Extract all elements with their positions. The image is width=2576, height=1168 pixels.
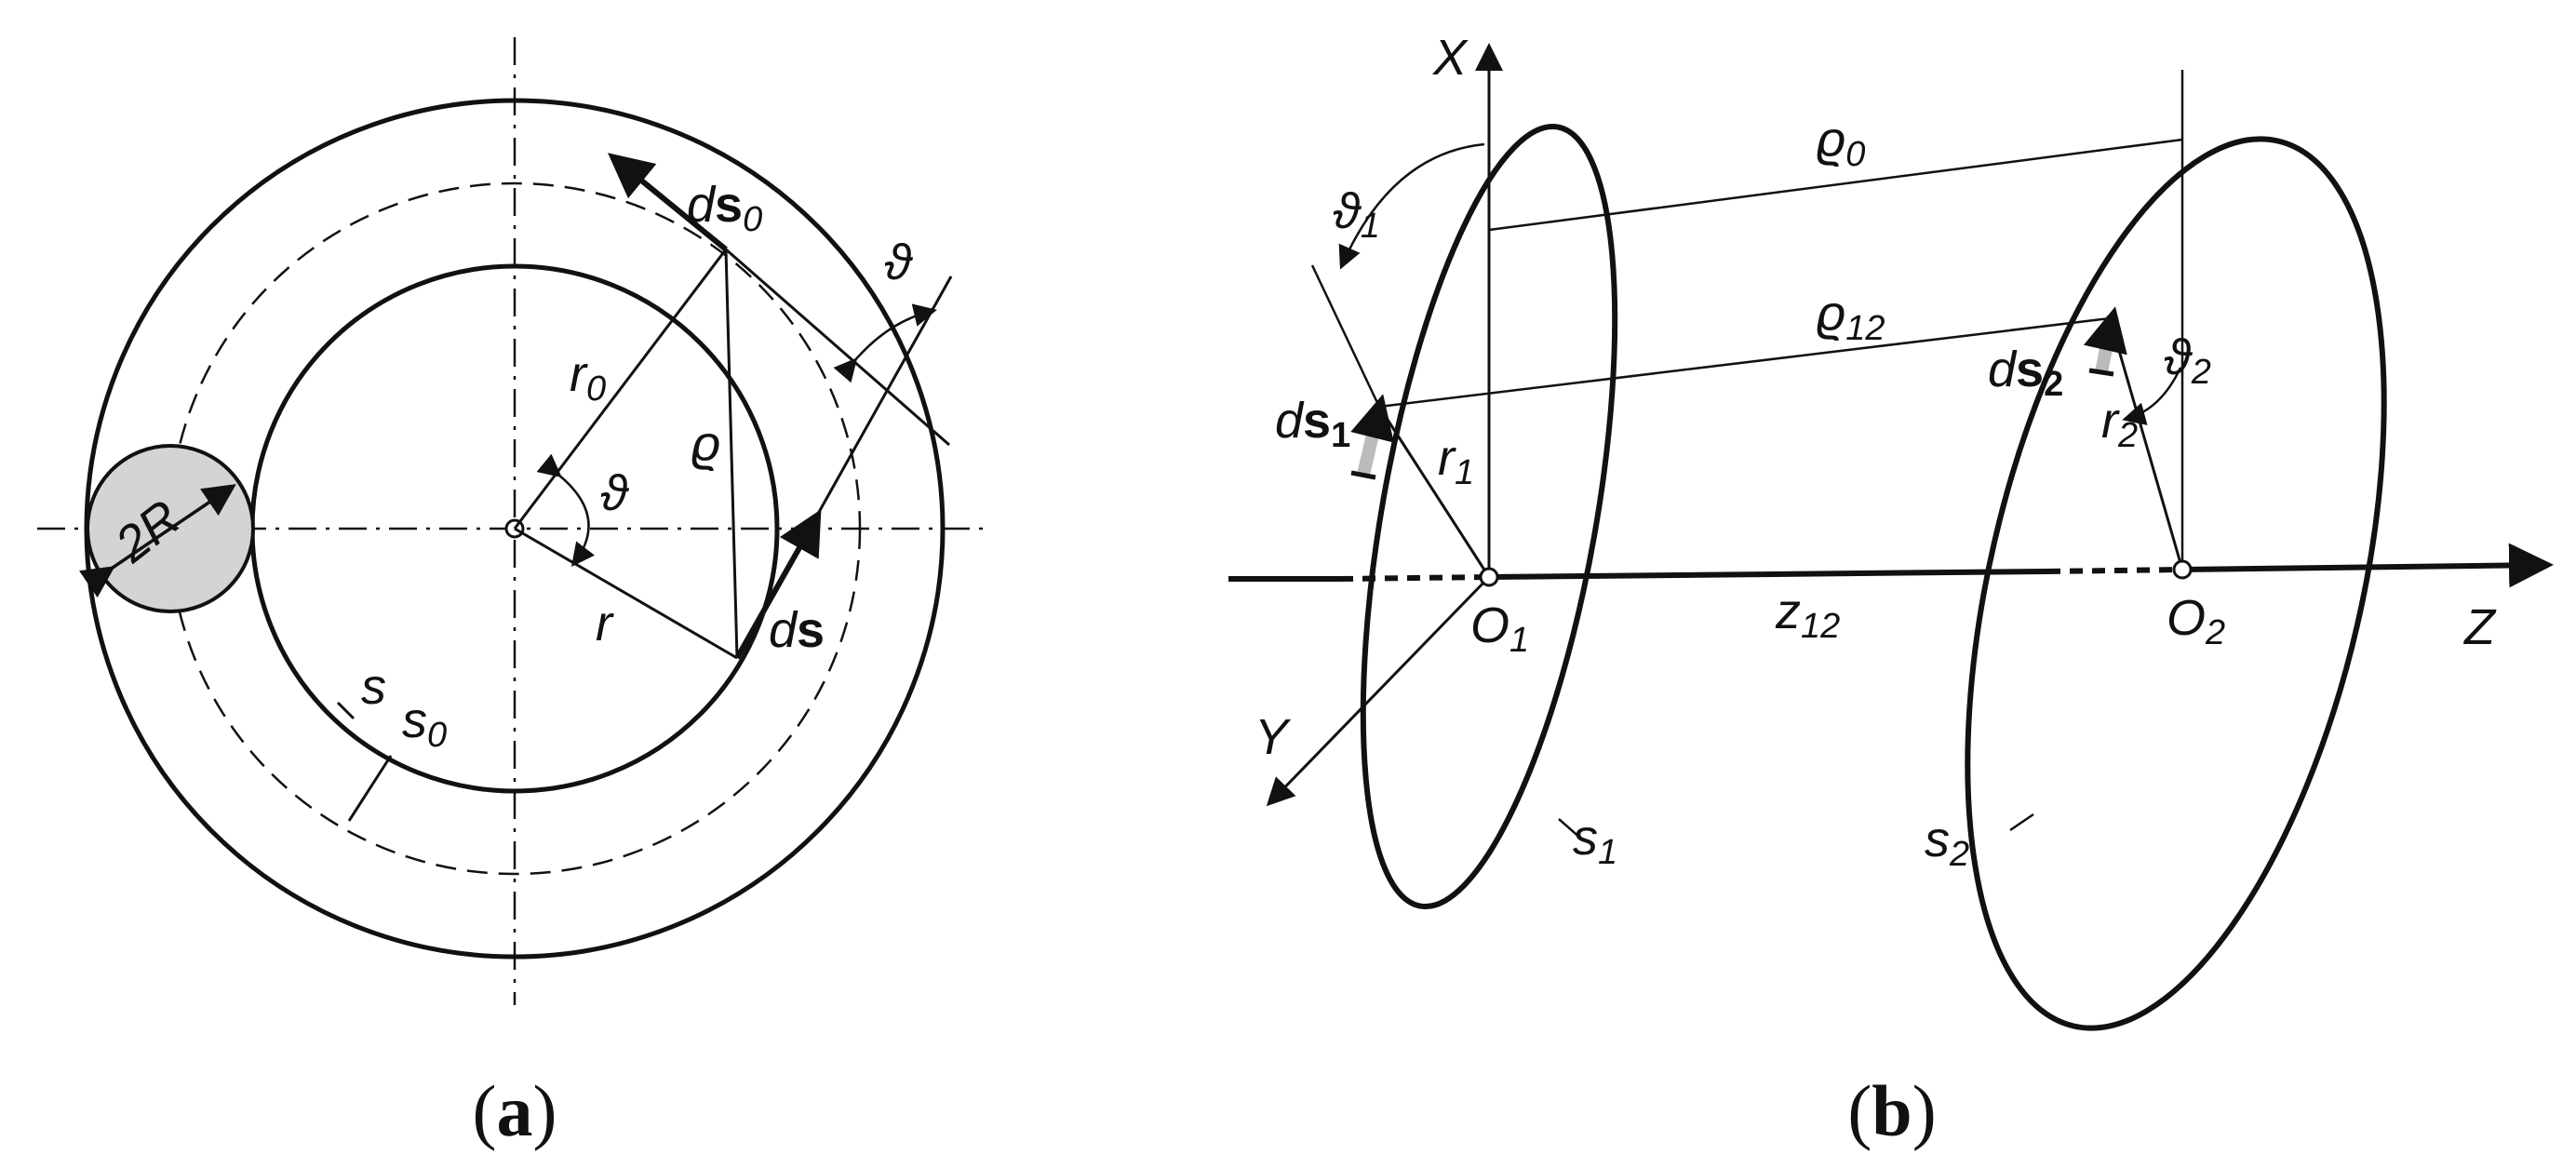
tangent-ds-arrow	[734, 509, 822, 660]
panel-b: X Y Z ϑ1 ϱ0 ϱ12 ϑ2 ds1 ds2 r1 r2 O1 O2 z…	[1228, 30, 2554, 1151]
label-theta2: ϑ2	[2164, 329, 2211, 392]
panel-a: 2R ds0 r0 ϱ ϑ ϑ r ds s s0 (a)	[37, 37, 991, 1151]
label-r1: r1	[1438, 430, 1474, 492]
label-ds: ds	[769, 602, 825, 658]
angle-arc-theta2	[2122, 367, 2182, 425]
label-ds0: ds0	[687, 177, 762, 239]
label-s: s	[361, 659, 386, 715]
tangent-ds0-arrow	[608, 153, 728, 252]
label-r2: r2	[2101, 393, 2138, 455]
loop-s2	[1965, 136, 2387, 1031]
tangent-line-ds0	[725, 248, 950, 447]
z-axis-dashed-2	[2046, 567, 2183, 574]
label-s0: s0	[402, 692, 447, 755]
label-s2: s2	[1925, 812, 1969, 874]
s1-leader	[1558, 818, 1583, 840]
label-theta-right: ϑ	[884, 235, 914, 290]
s2-leader	[2009, 812, 2034, 832]
caption-b: (b)	[1847, 1070, 1936, 1151]
distance-rho	[724, 248, 739, 659]
caption-a: (a)	[473, 1070, 557, 1151]
label-r: r	[596, 596, 614, 651]
tangent-line-ds1	[1310, 264, 1381, 408]
label-o1: O1	[1470, 597, 1529, 660]
distance-rho12	[1378, 316, 2111, 409]
s-tick	[336, 701, 356, 720]
label-axis-y: Y	[1254, 709, 1292, 765]
angle-arc-right	[833, 303, 937, 383]
label-o2: O2	[2167, 590, 2225, 652]
angle-arc-theta1	[1338, 142, 1485, 270]
segment-ds2-tick	[2088, 368, 2114, 377]
segment-ds2-arrow	[2083, 306, 2127, 356]
radius-r1	[1377, 406, 1491, 578]
s0-tick	[347, 755, 393, 822]
z-axis-mid	[1488, 569, 2048, 580]
radius-r2	[2108, 317, 2184, 571]
diameter-arrow	[79, 484, 236, 598]
radius-r	[514, 527, 738, 660]
tangent-line-ds	[808, 275, 953, 530]
z-axis-end	[2181, 543, 2554, 588]
label-theta-center: ϑ	[600, 465, 630, 521]
segment-ds1-arrow	[1350, 394, 1394, 443]
label-s1: s1	[1573, 810, 1617, 872]
label-rho12: ϱ12	[1817, 286, 1885, 348]
segment-ds1-tick	[1350, 470, 1376, 480]
angle-arc-center	[536, 453, 596, 567]
distance-rho0	[1488, 138, 2183, 232]
label-r0: r0	[570, 346, 606, 409]
label-z12: z12	[1775, 584, 1840, 646]
label-rho: ϱ	[691, 416, 720, 472]
label-ds1: ds1	[1275, 393, 1350, 455]
label-axis-x: X	[1431, 30, 1469, 86]
z-axis-dashed-1	[1339, 574, 1490, 582]
loop-s1	[1360, 123, 1618, 910]
label-theta1: ϑ1	[1333, 183, 1380, 246]
origin-o1	[1479, 567, 1499, 587]
origin-o2	[2172, 559, 2193, 580]
label-axis-z: Z	[2462, 599, 2497, 655]
label-rho0: ϱ0	[1817, 112, 1865, 174]
label-ds2: ds2	[1988, 342, 2063, 404]
y-axis	[1266, 575, 1491, 807]
